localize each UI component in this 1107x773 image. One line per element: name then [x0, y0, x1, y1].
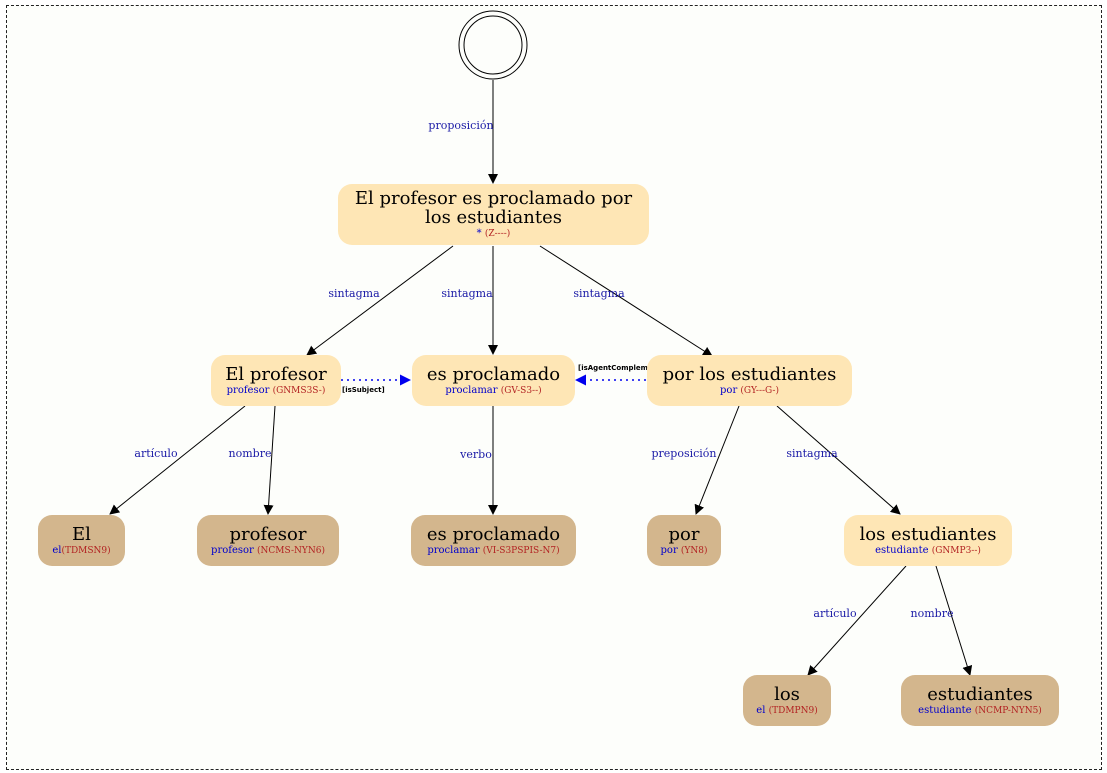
node-por[interactable]: por por (YN8): [647, 515, 721, 566]
edge-articulo-los: [807, 565, 907, 676]
edge-label-sintagma-center: sintagma: [441, 287, 493, 300]
edge-label-articulo: artículo: [134, 447, 178, 460]
edge-label-sintagma-right: sintagma: [573, 287, 625, 300]
relation-label-is-subject: [isSubject]: [342, 386, 385, 394]
node-root[interactable]: El profesor es proclamado por los estudi…: [338, 184, 649, 245]
node-annotation: proclamar (VI-S3PSPIS-N7): [427, 545, 559, 557]
node-tag: (VI-S3PSPIS-N7): [482, 545, 560, 556]
node-por-los-estudiantes[interactable]: por los estudiantes por (GY---G-): [647, 355, 852, 406]
node-tag: (NCMS-NYN6): [257, 545, 325, 556]
node-estudiantes[interactable]: estudiantes estudiante (NCMP-NYN5): [901, 675, 1059, 726]
edge-sintagma-el-profesor: [306, 245, 454, 356]
node-lemma: profesor: [211, 544, 254, 556]
node-el-profesor[interactable]: El profesor profesor (GNMS3S-): [211, 355, 341, 406]
node-annotation: profesor (GNMS3S-): [227, 385, 326, 397]
edge-preposicion-por: [694, 405, 740, 515]
node-lemma: proclamar: [427, 544, 480, 556]
node-text: por: [668, 523, 700, 545]
node-tag: (YN8): [680, 545, 708, 556]
node-text: profesor: [229, 523, 307, 545]
node-text: es proclamado: [426, 363, 561, 385]
node-text: los estudiantes: [859, 523, 997, 545]
node-lemma: *: [476, 228, 482, 239]
edge-nombre-estudiantes: [935, 565, 973, 676]
node-profesor[interactable]: profesor profesor (NCMS-NYN6): [197, 515, 339, 566]
node-text: es proclamado: [426, 523, 561, 545]
node-annotation: por (YN8): [661, 545, 708, 557]
node-annotation: proclamar (GV-S3--): [445, 385, 541, 397]
node-lemma: estudiante: [918, 704, 972, 716]
node-lemma: estudiante: [875, 544, 929, 556]
edge-label-articulo-lower: artículo: [813, 607, 857, 620]
node-tag: (TDMPN9): [768, 705, 818, 716]
edge-label-nombre-lower: nombre: [910, 607, 954, 620]
node-tag: (GV-S3--): [500, 385, 542, 396]
node-text: estudiantes: [927, 683, 1033, 705]
edge-articulo-el: [109, 405, 246, 515]
node-lemma: por: [660, 544, 678, 556]
node-text: El: [72, 523, 91, 545]
edge-sintagma-por-los-estudiantes: [539, 245, 713, 357]
node-text: por los estudiantes: [662, 363, 837, 385]
node-annotation: estudiante (GNMP3--): [875, 545, 981, 557]
node-annotation: estudiante (NCMP-NYN5): [918, 705, 1042, 717]
node-los[interactable]: los el (TDMPN9): [743, 675, 831, 726]
edge-label-nombre: nombre: [228, 447, 272, 460]
node-lemma: profesor: [226, 384, 270, 396]
node-tag: (TDMSN9): [61, 545, 111, 556]
node-text: El profesor es proclamado por los estudi…: [354, 188, 633, 228]
node-tag: (GNMP3--): [931, 545, 981, 556]
node-lemma: por: [720, 384, 738, 396]
edge-label-proposicion: proposición: [428, 119, 494, 132]
node-lemma: el: [756, 704, 766, 716]
relation-label-is-agent-complement: [isAgentComplement]: [578, 364, 665, 372]
node-annotation: por (GY---G-): [720, 385, 779, 397]
node-annotation: * (Z----): [477, 228, 511, 240]
edge-sintagma-los-estudiantes: [776, 405, 901, 515]
node-es-proclamado-leaf[interactable]: es proclamado proclamar (VI-S3PSPIS-N7): [411, 515, 576, 566]
node-annotation: el (TDMPN9): [756, 705, 817, 717]
node-text: los: [774, 683, 800, 705]
node-tag: (Z----): [484, 229, 511, 239]
start-node-inner: [463, 15, 523, 75]
start-node-outer: [458, 10, 528, 80]
node-lemma: proclamar: [445, 384, 498, 396]
node-lemma: el: [52, 544, 62, 556]
node-tag: (NCMP-NYN5): [974, 705, 1042, 716]
node-tag: (GNMS3S-): [272, 385, 326, 396]
node-annotation: el(TDMSN9): [52, 545, 110, 557]
node-text: El profesor: [225, 363, 327, 385]
edge-label-sintagma-lower: sintagma: [786, 447, 838, 460]
node-el[interactable]: El el(TDMSN9): [38, 515, 125, 566]
node-annotation: profesor (NCMS-NYN6): [211, 545, 325, 557]
node-tag: (GY---G-): [740, 385, 779, 396]
edge-label-sintagma-left: sintagma: [328, 287, 380, 300]
node-los-estudiantes[interactable]: los estudiantes estudiante (GNMP3--): [844, 515, 1012, 566]
edge-label-verbo: verbo: [460, 448, 492, 461]
edge-label-preposicion: preposición: [651, 447, 717, 460]
node-es-proclamado[interactable]: es proclamado proclamar (GV-S3--): [412, 355, 575, 406]
edge-nombre-profesor: [263, 405, 276, 515]
